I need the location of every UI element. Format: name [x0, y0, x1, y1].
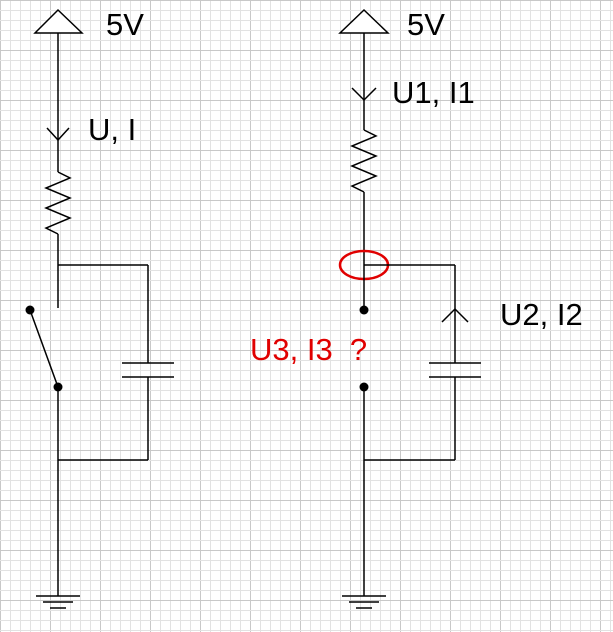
right-circuit: 5V U1, I1 U2, I2 U3, I3 ?	[250, 7, 583, 609]
unknown-quantity-label: U3, I3 ?	[250, 332, 367, 367]
left-supply-label: 5V	[106, 7, 144, 42]
current-arrow-icon	[46, 127, 70, 142]
ground-icon	[36, 595, 80, 609]
resistor-icon	[350, 129, 378, 193]
capacitor-current-arrow-icon	[441, 307, 469, 323]
left-circuit: 5V U, I	[25, 7, 174, 609]
resistor-label: U1, I1	[392, 75, 475, 110]
left-current-label: U, I	[88, 112, 136, 147]
right-supply-label: 5V	[407, 7, 445, 42]
ground-icon	[342, 595, 386, 609]
capacitor-label: U2, I2	[500, 297, 583, 332]
resistor-icon	[44, 171, 72, 235]
current-arrow-icon	[351, 87, 377, 102]
